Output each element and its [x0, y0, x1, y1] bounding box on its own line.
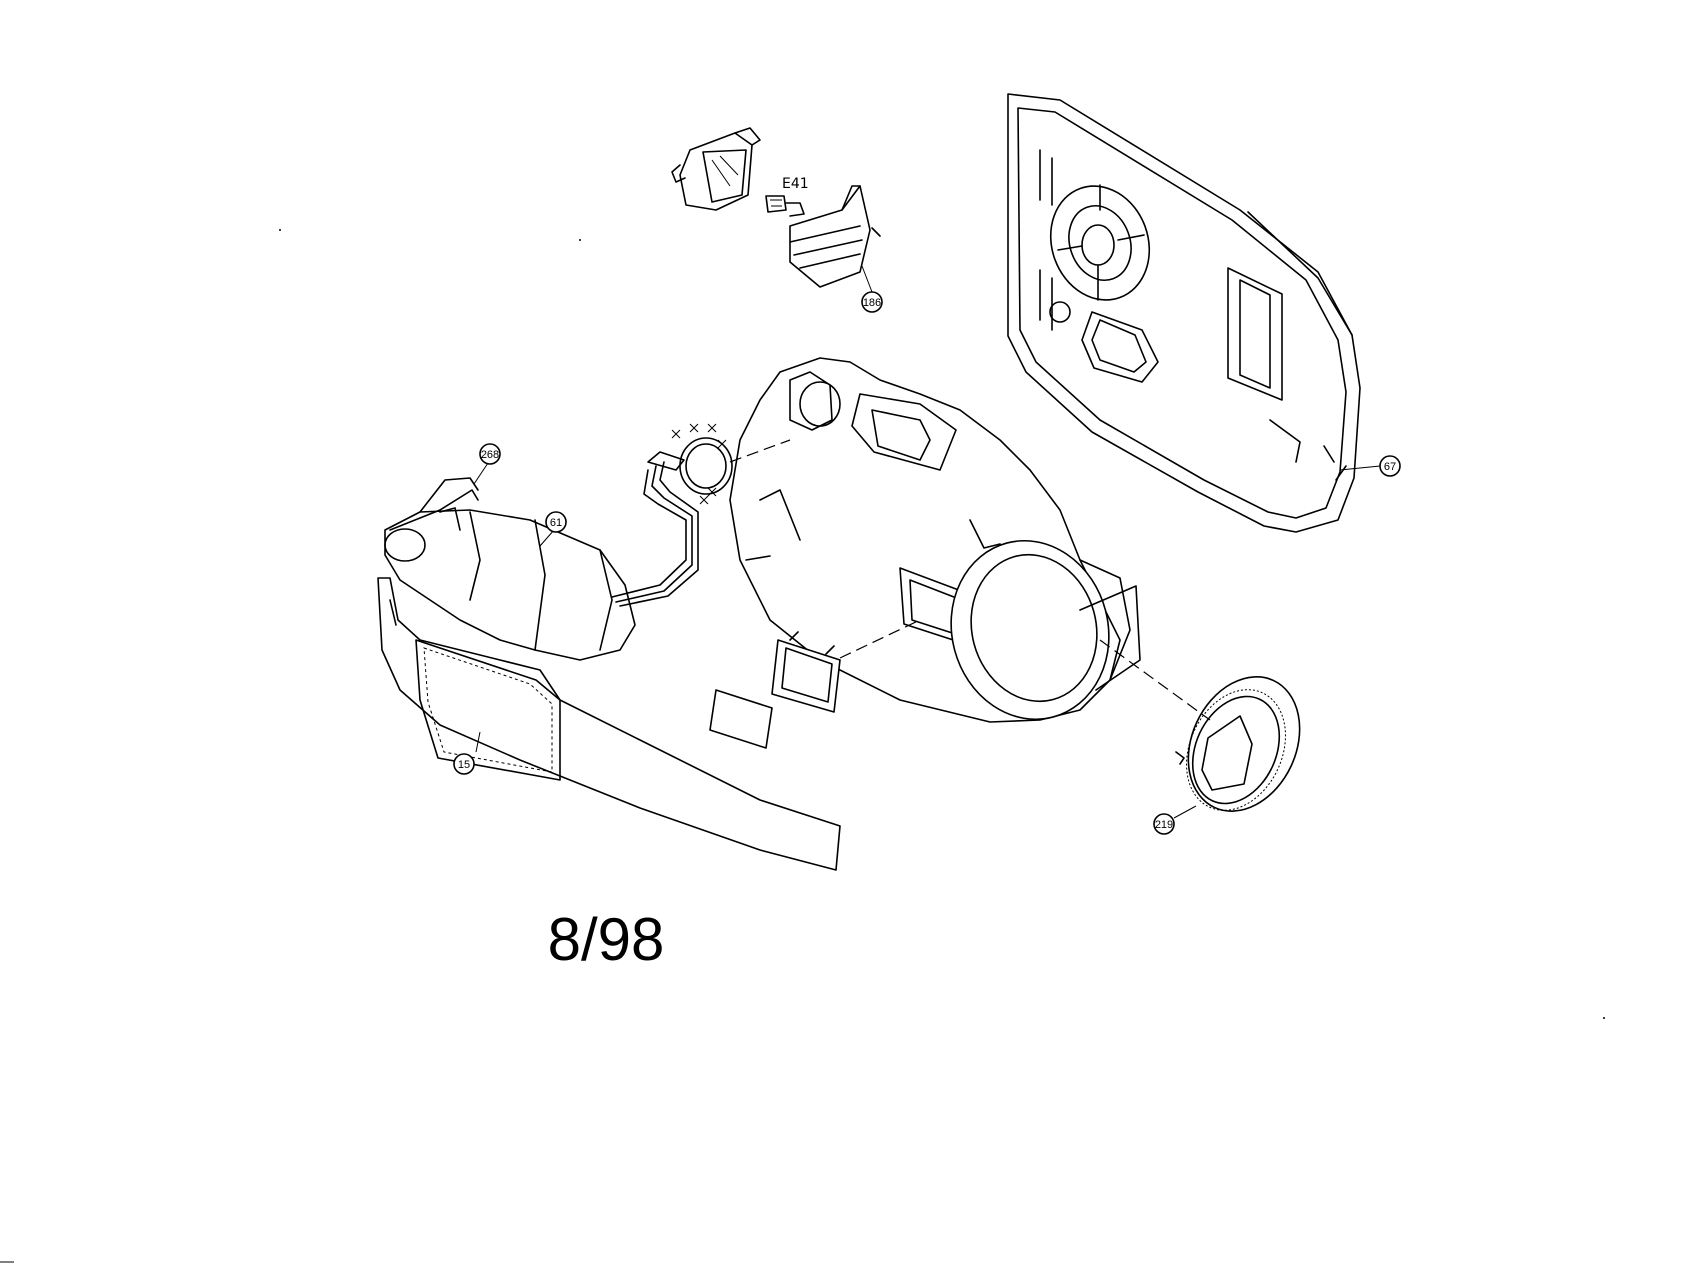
callout-219-text: 219 — [1155, 819, 1173, 831]
viewfinder-cable — [611, 451, 699, 607]
scan-dot — [1603, 1017, 1605, 1019]
callout-268: 268 — [473, 443, 501, 485]
guide-line-lens — [1099, 639, 1211, 721]
lcd-window — [771, 631, 841, 713]
lcd-cover — [709, 689, 773, 749]
callout-61: 61 — [539, 511, 567, 547]
revision-date: 8/98 — [548, 906, 665, 973]
bulb-e41 — [765, 195, 805, 217]
camcorder-body — [729, 357, 1141, 723]
rear-panel-67 — [1007, 93, 1361, 533]
callout-268-text: 268 — [481, 449, 499, 461]
scan-dot — [579, 239, 581, 241]
callout-67: 67 — [1339, 455, 1401, 477]
hand-strap-15 — [377, 577, 841, 871]
callout-186-text: 186 — [863, 297, 881, 309]
scan-dot — [279, 229, 281, 231]
lens-ring-219 — [1175, 676, 1301, 812]
lamp-cover-186 — [789, 185, 881, 288]
lamp-housing — [671, 127, 761, 211]
callout-61-text: 61 — [550, 517, 562, 529]
callout-15: 15 — [453, 731, 481, 775]
guide-line-lcd — [839, 619, 921, 659]
callout-67-text: 67 — [1384, 461, 1396, 473]
callout-186: 186 — [861, 265, 883, 313]
guide-line-ring — [729, 439, 791, 463]
eyecup-ring — [671, 423, 733, 505]
viewfinder-61 — [384, 477, 636, 661]
callout-15-text: 15 — [458, 759, 470, 771]
component-label-e41: E41 — [782, 176, 809, 192]
callout-219: 219 — [1153, 805, 1197, 835]
